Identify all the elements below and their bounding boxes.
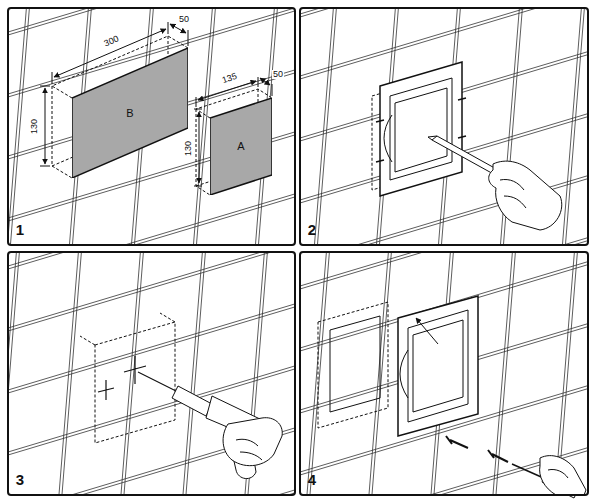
tile-joint	[300, 442, 588, 495]
tile-joint	[367, 252, 390, 495]
panel-frame	[8, 252, 295, 495]
tile-grid	[8, 8, 295, 245]
tile-joint	[308, 252, 331, 495]
face-fill	[210, 98, 272, 195]
screw	[488, 450, 508, 462]
finger-line	[500, 179, 526, 208]
tile-joint	[8, 252, 21, 495]
tile-joint	[300, 445, 588, 495]
dimension-value: 130	[31, 117, 40, 134]
recess-face: A	[210, 98, 272, 195]
recess-face: B	[72, 48, 188, 178]
frame-lip	[384, 115, 392, 162]
recess-inner	[330, 316, 380, 412]
tile-joint	[8, 252, 295, 275]
finger-line	[548, 469, 568, 478]
tile-joint	[370, 252, 393, 495]
mounting-frame	[380, 62, 462, 196]
hand	[489, 161, 562, 230]
finger-line	[236, 439, 262, 460]
tile-joint	[8, 191, 295, 245]
frame-opening	[395, 88, 447, 172]
step-number: 4	[307, 472, 317, 487]
mark-tick	[376, 98, 466, 162]
dimension-line	[199, 112, 200, 183]
step-number: 1	[15, 222, 25, 237]
screw	[446, 436, 468, 448]
dimension-value: 300	[102, 34, 121, 49]
tile-joint	[8, 252, 295, 337]
part-letter: B	[126, 108, 133, 119]
tile-joint	[300, 235, 588, 245]
face-fill	[72, 48, 188, 178]
frame-inner-edge	[390, 78, 452, 180]
tile-joint	[300, 252, 588, 295]
tile-joint	[8, 252, 295, 334]
tile-joint	[564, 8, 586, 245]
tile-grid	[8, 252, 295, 495]
tile-joint	[8, 487, 295, 495]
step-number: 2	[307, 222, 317, 237]
dimension-value: 135	[221, 71, 240, 85]
panel-frame	[8, 8, 295, 245]
recess-outline	[318, 302, 388, 428]
tile-joint	[316, 8, 338, 245]
direction-arrow	[416, 318, 438, 344]
tile-joint	[8, 188, 295, 245]
tile-joint	[300, 232, 588, 245]
mounting-frame	[398, 296, 478, 436]
step-number: 3	[15, 472, 25, 487]
dimension-value: 130	[185, 139, 194, 156]
drill-mark	[98, 356, 146, 400]
tile-joint	[300, 8, 588, 20]
recess-outline	[52, 36, 188, 178]
dimension-line	[260, 78, 270, 85]
tile-grid	[300, 8, 588, 245]
tile-joint	[181, 252, 204, 495]
tile-joint	[8, 298, 295, 396]
tile-joint	[313, 8, 335, 245]
tile-joint	[60, 252, 83, 495]
tile-joint	[8, 484, 295, 495]
part-letter: A	[237, 141, 244, 152]
drill-chuck	[172, 386, 212, 416]
recess-outline	[95, 322, 175, 443]
tile-joint	[119, 252, 142, 495]
panel-frame	[300, 8, 588, 245]
tile-joint	[184, 252, 207, 495]
tile-joint	[561, 8, 583, 245]
drill-bit	[138, 372, 178, 392]
tile-grid	[300, 252, 588, 495]
recess-outline	[80, 313, 175, 345]
tile-joint	[300, 8, 588, 23]
recess-outline	[196, 89, 272, 195]
extension-line	[194, 109, 202, 186]
panel-frame	[300, 252, 588, 495]
pencil	[432, 136, 500, 176]
frame-lip	[400, 350, 408, 398]
pencil-tip	[428, 136, 437, 140]
tile-joint	[305, 252, 328, 495]
hand	[223, 418, 282, 466]
dimension-value: 50	[272, 70, 284, 79]
tile-joint	[9, 8, 31, 245]
tile-joint	[8, 301, 295, 399]
hand	[540, 456, 586, 495]
dimension-value: 50	[178, 15, 190, 24]
tile-joint	[57, 252, 80, 495]
dimension-line	[170, 24, 186, 33]
tile-joint	[8, 8, 28, 245]
frame-inner-edge	[408, 310, 468, 422]
extension-line	[40, 86, 50, 166]
dimension-line	[45, 88, 46, 164]
frame-opening	[413, 320, 463, 412]
tile-joint	[300, 252, 588, 292]
tile-joint	[494, 252, 517, 495]
